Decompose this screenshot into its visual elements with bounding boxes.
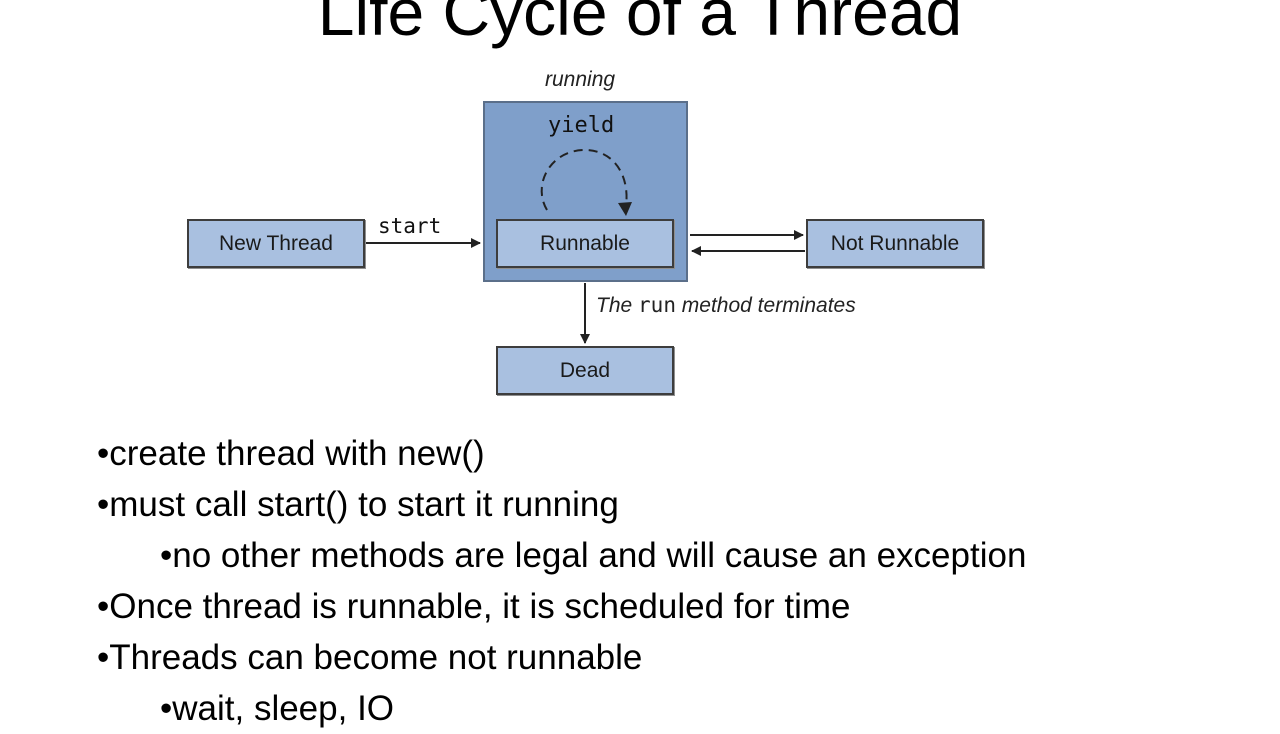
terminates-suffix: method terminates — [675, 294, 856, 317]
state-new-thread: New Thread — [187, 219, 365, 268]
sub-bullet-item: •no other methods are legal and will cau… — [160, 536, 1027, 575]
state-dead: Dead — [496, 346, 674, 395]
bullet-item: •Threads can become not runnable — [97, 638, 643, 677]
running-label: running — [545, 68, 616, 91]
bullet-item: •must call start() to start it running — [97, 485, 619, 524]
sub-bullet-item: •wait, sleep, IO — [160, 689, 395, 728]
terminates-code: run — [638, 293, 676, 317]
terminates-label: The run method terminates — [596, 293, 856, 318]
yield-label: yield — [548, 113, 615, 138]
state-runnable: Runnable — [496, 219, 674, 268]
terminates-prefix: The — [596, 294, 639, 317]
bullet-list: •create thread with new() •must call sta… — [97, 428, 1026, 734]
bullet-item: •Once thread is runnable, it is schedule… — [97, 587, 851, 626]
yield-loop-arrowhead — [618, 202, 632, 216]
start-label: start — [378, 214, 442, 238]
state-not-runnable: Not Runnable — [806, 219, 984, 268]
yield-loop-arrow — [540, 148, 628, 213]
slide-title: Life Cycle of a Thread — [317, 0, 963, 49]
bullet-item: •create thread with new() — [97, 434, 485, 473]
